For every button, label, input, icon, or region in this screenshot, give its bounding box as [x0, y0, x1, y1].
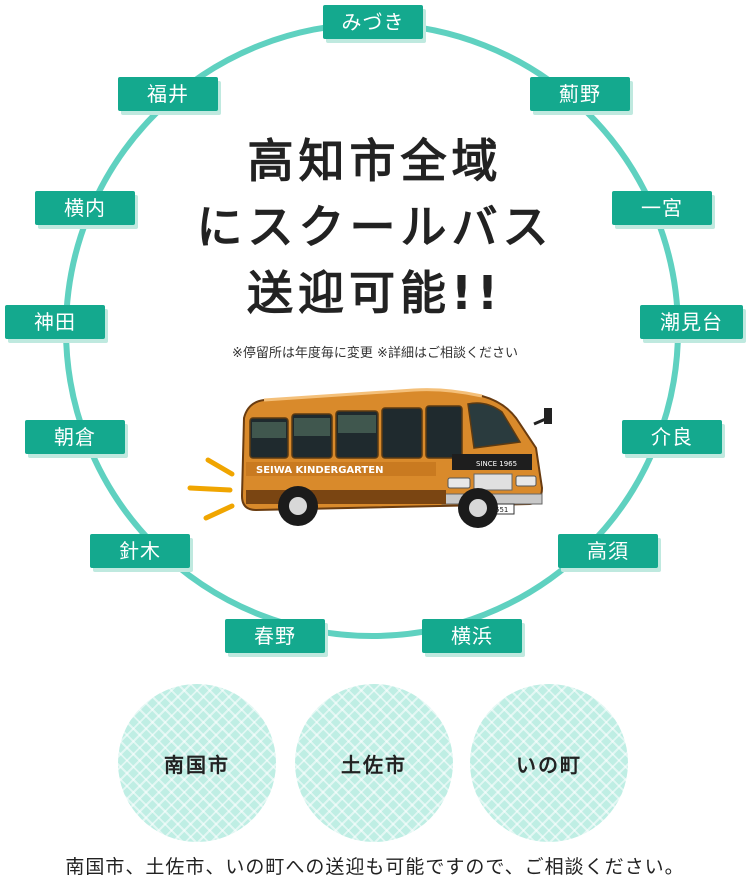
stop-tag-azamino: 薊野	[530, 77, 630, 111]
bus-plate-number: 551	[495, 506, 508, 514]
stop-tag-kamida: 神田	[5, 305, 105, 339]
area-label-tosa: 土佐市	[341, 752, 407, 777]
stop-tag-haritagi: 針木	[90, 534, 190, 568]
stop-tag-ichinomiya: 一宮	[612, 191, 712, 225]
area-label-nankoku: 南国市	[164, 752, 230, 777]
headline: 高知市全域 にスクールバス 送迎可能!!	[150, 128, 600, 326]
footer-note: 南国市、土佐市、いの町への送迎も可能ですので、ご相談ください。	[65, 856, 685, 878]
area-label-ino: いの町	[516, 752, 582, 777]
stop-tag-fukui: 福井	[118, 77, 218, 111]
motion-lines-icon	[187, 457, 235, 521]
bus-since-text: SINCE 1965	[476, 460, 517, 468]
stop-tag-yokouchi: 横内	[35, 191, 135, 225]
stop-tag-asakura: 朝倉	[25, 420, 125, 454]
stop-tag-haruno: 春野	[225, 619, 325, 653]
area-circle-nankoku: 南国市	[118, 684, 276, 842]
stop-tag-takasu: 高須	[558, 534, 658, 568]
area-circle-ino: いの町	[470, 684, 628, 842]
school-bus-illustration: SEIWA KINDERGARTEN SINCE 1965 551	[187, 388, 552, 528]
stop-change-note: ※停留所は年度毎に変更 ※詳細はご相談ください	[232, 346, 518, 361]
area-circle-tosa: 土佐市	[295, 684, 453, 842]
stop-tag-mizuki: みづき	[323, 5, 423, 39]
headline-line-3: 送迎可能!!	[247, 266, 503, 320]
headline-line-2: にスクールバス	[196, 200, 554, 254]
bus-wheels	[278, 486, 498, 528]
bus-name-text: SEIWA KINDERGARTEN	[256, 465, 383, 476]
stop-tag-kera: 介良	[622, 420, 722, 454]
headline-line-1: 高知市全域	[247, 134, 503, 188]
stop-tag-shiomidai: 潮見台	[640, 305, 743, 339]
stop-tag-yokohama: 横浜	[422, 619, 522, 653]
